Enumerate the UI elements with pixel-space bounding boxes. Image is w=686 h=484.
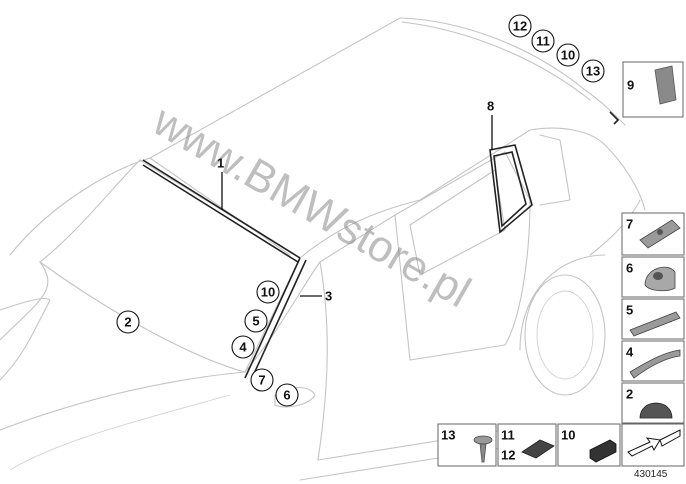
side-panel-grommet-6: 6: [621, 256, 685, 298]
bottom-panel-arrow: [621, 423, 685, 467]
svg-text:7: 7: [626, 217, 633, 232]
bottom-panel-screw-13: 13: [437, 423, 497, 467]
svg-text:11: 11: [536, 34, 550, 49]
svg-text:12: 12: [501, 448, 515, 463]
callout-4: 4: [231, 335, 255, 359]
pillar-trim-part: [489, 144, 533, 234]
callout-2: 2: [116, 310, 140, 334]
svg-text:3: 3: [325, 289, 332, 304]
svg-text:5: 5: [252, 314, 259, 329]
callout-8: 8: [487, 99, 494, 114]
svg-text:13: 13: [441, 428, 455, 443]
side-panel-cap-2: 2: [621, 382, 685, 424]
svg-text:10: 10: [261, 285, 275, 300]
svg-text:9: 9: [627, 78, 634, 93]
callout-3: 3: [325, 289, 332, 304]
side-panel-strip-5: 5: [621, 298, 685, 340]
callout-10-a: 10: [256, 280, 280, 304]
callout-7: 7: [250, 368, 274, 392]
svg-text:2: 2: [124, 315, 131, 330]
bottom-panel-block-10: 10: [557, 423, 621, 467]
reference-number: 430145: [634, 469, 668, 480]
callout-11: 11: [531, 29, 555, 53]
bracket-icon: [654, 65, 677, 105]
callout-5: 5: [244, 309, 268, 333]
callout-6: 6: [275, 383, 299, 407]
block-icon: [589, 439, 617, 463]
cap-icon: [639, 402, 673, 419]
svg-text:5: 5: [626, 303, 633, 318]
svg-text:12: 12: [513, 19, 527, 34]
svg-text:2: 2: [626, 387, 633, 402]
svg-text:1: 1: [217, 156, 224, 171]
svg-text:6: 6: [283, 388, 290, 403]
svg-text:13: 13: [586, 64, 600, 79]
inset-panel-9: 9: [622, 61, 684, 118]
bottom-panel-pad-11-12: 11 12: [497, 423, 557, 467]
pad-icon: [521, 439, 555, 459]
svg-text:10: 10: [561, 48, 575, 63]
svg-text:11: 11: [501, 428, 515, 443]
side-panel-clip-7: 7: [621, 212, 685, 256]
svg-text:4: 4: [239, 340, 247, 355]
bottom-parts-row: 13 11 12 10: [437, 423, 685, 467]
callout-1: 1: [217, 156, 224, 171]
strip-curved-icon: [629, 349, 681, 379]
car-outline: [0, 17, 646, 481]
callout-10-b: 10: [556, 43, 580, 67]
a-pillar-cover-part: [244, 257, 301, 379]
svg-text:10: 10: [561, 428, 575, 443]
screw-icon: [473, 435, 493, 463]
callout-12: 12: [508, 14, 532, 38]
callout-13: 13: [581, 59, 605, 83]
strip-icon: [629, 311, 681, 337]
direction-arrow-icon: [627, 429, 681, 457]
side-panel-strip-4: 4: [621, 340, 685, 382]
svg-text:6: 6: [626, 261, 633, 276]
svg-text:7: 7: [258, 373, 265, 388]
svg-text:4: 4: [626, 345, 634, 360]
side-parts-column: 7 6 5 4 2: [621, 212, 685, 424]
watermark-text: www.BMWstore.pl: [144, 96, 478, 317]
svg-text:8: 8: [487, 99, 494, 114]
